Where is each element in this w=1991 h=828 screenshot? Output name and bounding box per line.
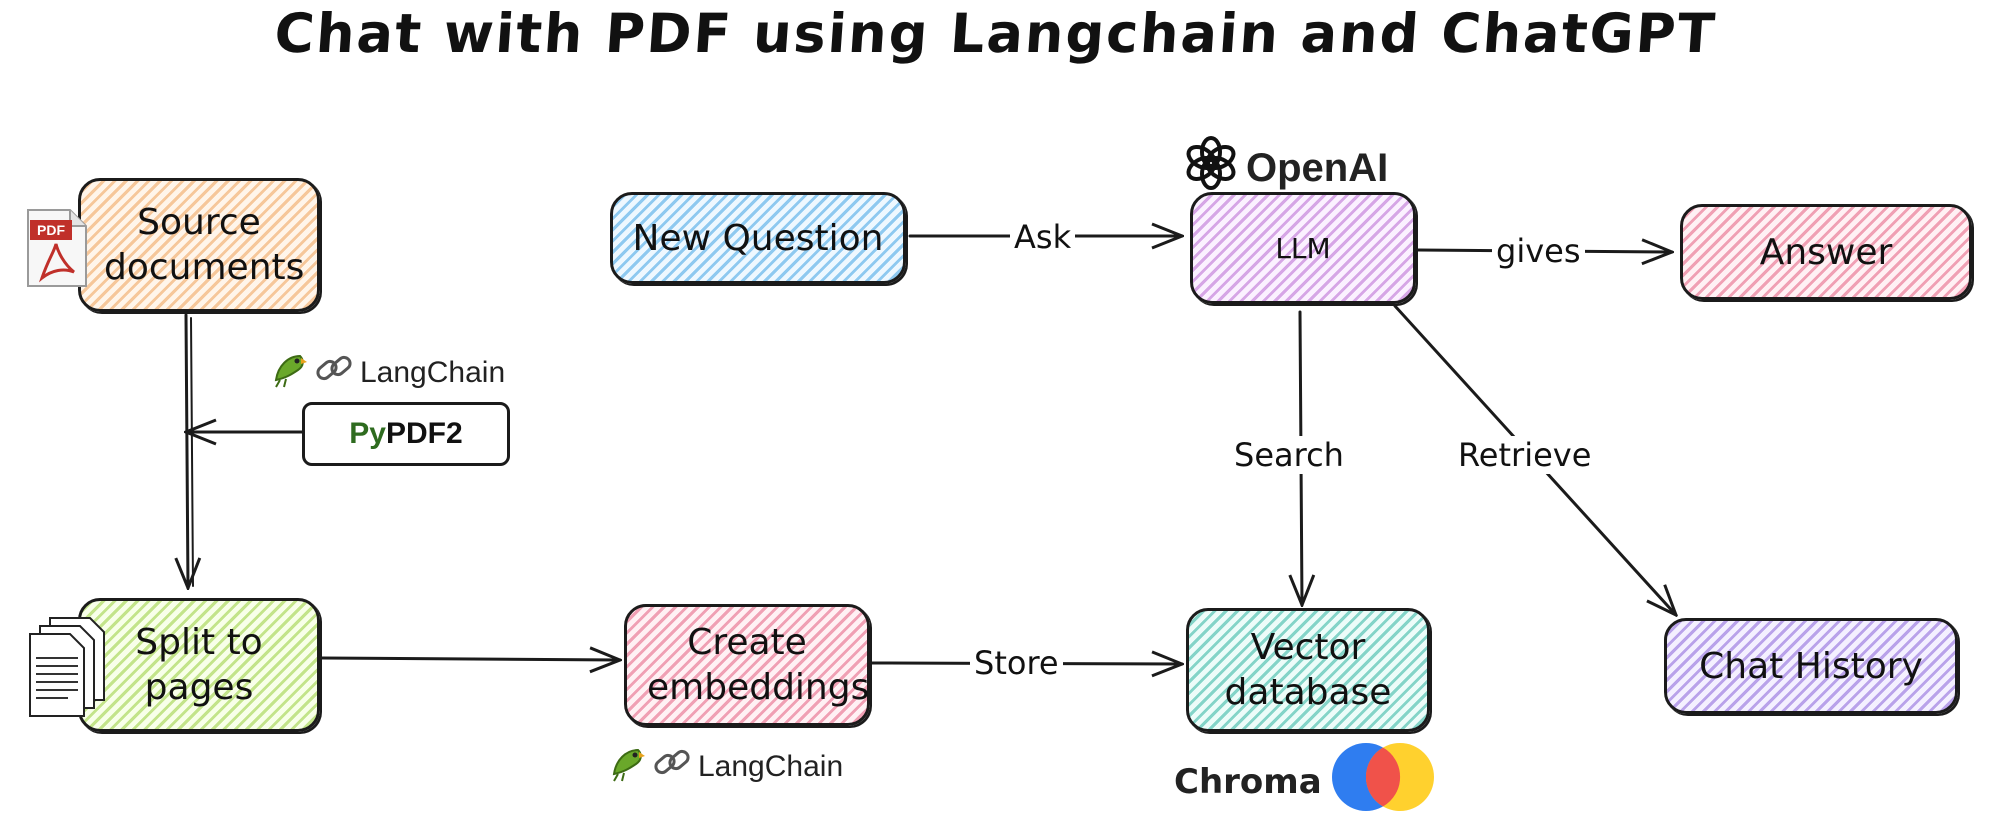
edge-label-retrieve: Retrieve [1454, 436, 1596, 475]
node-split-to-pages: Split to pages [78, 598, 320, 732]
pypdf2-suffix: PDF2 [386, 417, 463, 450]
edge-source-to-split [186, 313, 188, 588]
chain-link-icon [652, 744, 692, 790]
edge-label-store: Store [970, 644, 1063, 683]
node-create-embeddings-label: Create embeddings [647, 622, 870, 708]
diagram-title: Chat with PDF using Langchain and ChatGP… [272, 2, 1719, 65]
edge-split-to-embeddings [320, 658, 620, 660]
openai-logo-icon [1182, 134, 1240, 202]
edge-label-gives: gives [1492, 232, 1585, 271]
pypdf2-prefix: Py [349, 417, 386, 450]
parrot-icon [608, 744, 646, 790]
node-split-to-pages-label: Split to pages [135, 622, 263, 708]
chroma-logo-icon [1328, 740, 1438, 823]
node-create-embeddings: Create embeddings [624, 604, 870, 726]
langchain-top-label: LangChain [360, 356, 506, 389]
node-chat-history-label: Chat History [1699, 645, 1923, 687]
edge-label-ask: Ask [1010, 218, 1076, 257]
node-new-question: New Question [610, 192, 906, 284]
node-source-documents: Source documents [78, 178, 320, 312]
chroma-label: Chroma [1174, 761, 1322, 802]
chain-link-icon [314, 350, 354, 396]
node-answer: Answer [1680, 204, 1972, 300]
node-llm: LLM [1190, 192, 1416, 304]
node-vector-database-label: Vector database [1224, 627, 1392, 713]
openai-label: OpenAI [1246, 145, 1389, 190]
pages-stack-icon [28, 616, 108, 720]
node-answer-label: Answer [1759, 231, 1893, 273]
node-chat-history: Chat History [1664, 618, 1958, 714]
parrot-icon [270, 350, 308, 396]
langchain-brand-bottom: LangChain [608, 744, 843, 790]
openai-brand: OpenAI [1182, 134, 1388, 202]
node-llm-label: LLM [1275, 231, 1331, 265]
node-vector-database: Vector database [1186, 608, 1430, 732]
langchain-brand-top: LangChain [270, 350, 505, 396]
pdf-file-icon: PDF [26, 208, 88, 288]
edge-label-search: Search [1230, 436, 1348, 475]
pdf-badge-text: PDF [37, 222, 65, 238]
chroma-brand: Chroma [1174, 740, 1438, 823]
langchain-bottom-label: LangChain [698, 750, 844, 783]
node-source-documents-label: Source documents [104, 202, 305, 288]
node-new-question-label: New Question [632, 217, 884, 259]
